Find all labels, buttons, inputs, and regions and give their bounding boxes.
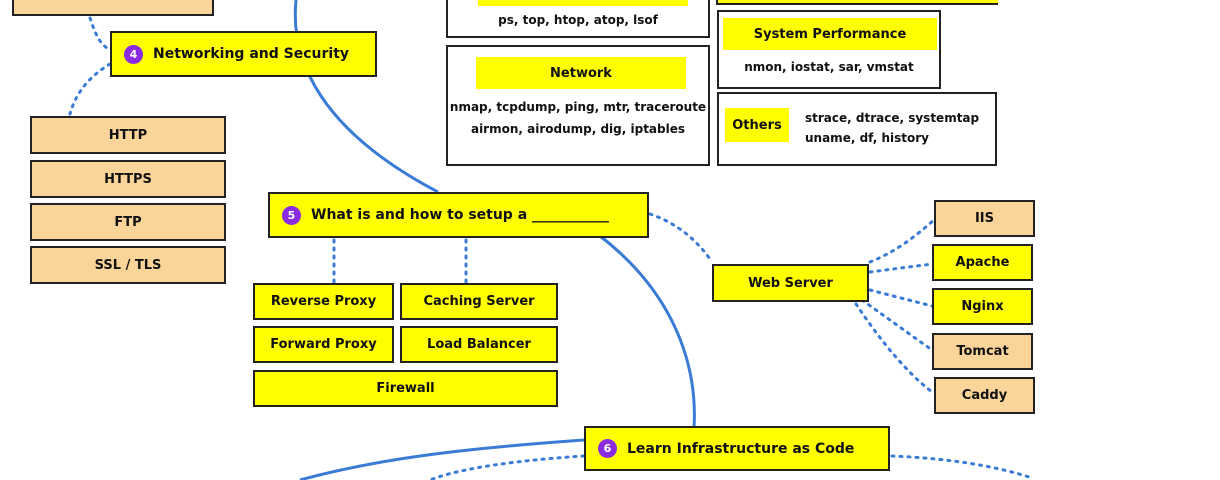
other-tools-title: Others <box>725 108 789 142</box>
network-tools-title: Network <box>476 57 686 89</box>
performance-tools-panel: System Performance nmon, iostat, sar, vm… <box>717 10 941 89</box>
setup-item-label: Caching Server <box>423 294 535 309</box>
protocol-label: SSL / TLS <box>94 257 162 273</box>
topic-number-badge: 5 <box>282 205 301 225</box>
cutoff-panel-top-right <box>716 0 998 5</box>
setup-item-reverse-proxy[interactable]: Reverse Proxy <box>253 283 394 320</box>
topic-title: What is and how to setup a ___________ <box>311 207 610 223</box>
network-tools-line1: nmap, tcpdump, ping, mtr, traceroute <box>449 100 707 114</box>
web-server-node[interactable]: Web Server <box>712 264 869 302</box>
protocol-label: HTTP <box>108 127 148 143</box>
protocol-label: HTTPS <box>104 171 152 187</box>
protocol-ftp[interactable]: FTP <box>30 203 226 241</box>
network-tools-line2: airmon, airodump, dig, iptables <box>470 122 686 136</box>
web-server-item-label: IIS <box>974 211 995 226</box>
web-server-apache[interactable]: Apache <box>932 244 1033 281</box>
performance-tools-text: nmon, iostat, sar, vmstat <box>744 60 914 74</box>
process-tools-highlight <box>478 0 688 6</box>
web-server-label: Web Server <box>748 275 833 291</box>
topic-infrastructure-as-code[interactable]: 6 Learn Infrastructure as Code <box>584 426 890 471</box>
protocol-http[interactable]: HTTP <box>30 116 226 154</box>
web-server-item-label: Apache <box>955 255 1010 270</box>
web-server-item-label: Nginx <box>961 299 1004 314</box>
setup-item-load-balancer[interactable]: Load Balancer <box>400 326 558 363</box>
web-server-iis[interactable]: IIS <box>934 200 1035 237</box>
cutoff-box-top-left <box>12 0 214 16</box>
topic-title: Networking and Security <box>153 46 350 62</box>
web-server-item-label: Tomcat <box>956 344 1009 359</box>
web-server-caddy[interactable]: Caddy <box>934 377 1035 414</box>
other-tools-line2: uname, df, history <box>805 131 929 145</box>
setup-item-label: Firewall <box>376 381 435 396</box>
cutoff-highlight <box>718 0 998 3</box>
other-tools-line1: strace, dtrace, systemtap <box>805 111 980 125</box>
setup-item-label: Forward Proxy <box>270 337 377 352</box>
topic-title: Learn Infrastructure as Code <box>627 440 855 457</box>
setup-item-firewall[interactable]: Firewall <box>253 370 558 407</box>
topic-networking-security[interactable]: 4 Networking and Security <box>110 31 377 77</box>
setup-item-label: Reverse Proxy <box>270 294 377 309</box>
network-tools-panel: Network nmap, tcpdump, ping, mtr, tracer… <box>446 45 710 166</box>
protocol-https[interactable]: HTTPS <box>30 160 226 198</box>
web-server-tomcat[interactable]: Tomcat <box>932 333 1033 370</box>
setup-item-label: Load Balancer <box>427 337 531 352</box>
performance-tools-title: System Performance <box>723 18 937 50</box>
web-server-item-label: Caddy <box>961 388 1008 403</box>
topic-setup[interactable]: 5 What is and how to setup a ___________ <box>268 192 649 238</box>
setup-item-forward-proxy[interactable]: Forward Proxy <box>253 326 394 363</box>
other-tools-panel: Others strace, dtrace, systemtap uname, … <box>717 92 997 166</box>
protocol-label: FTP <box>114 214 142 230</box>
topic-number-badge: 4 <box>124 44 143 64</box>
process-tools-panel: ps, top, htop, atop, lsof <box>446 0 710 38</box>
setup-item-caching-server[interactable]: Caching Server <box>400 283 558 320</box>
protocol-ssl-tls[interactable]: SSL / TLS <box>30 246 226 284</box>
web-server-nginx[interactable]: Nginx <box>932 288 1033 325</box>
topic-number-badge: 6 <box>598 439 617 458</box>
process-tools-text: ps, top, htop, atop, lsof <box>498 13 658 27</box>
